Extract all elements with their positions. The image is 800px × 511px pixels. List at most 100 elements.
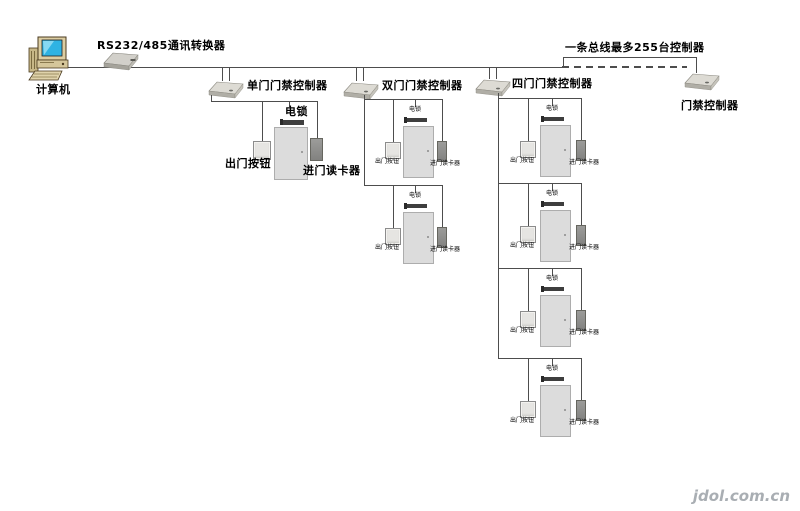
exit-button-label: 出门按钮 — [510, 242, 535, 249]
electric-lock-label: 电锁 — [409, 192, 422, 199]
bus-note-bracket-tick — [696, 57, 697, 73]
door-branch-wire — [498, 268, 582, 269]
branch-stub-wire — [364, 95, 365, 99]
card-reader-label: 进门读卡器 — [569, 159, 600, 166]
lock-wire — [415, 185, 416, 193]
door-icon — [274, 127, 308, 180]
electric-lock-icon — [541, 286, 564, 292]
electric-lock-label: 电锁 — [546, 105, 559, 112]
generic-controller-icon — [684, 71, 720, 91]
exit-button-label: 出门按钮 — [375, 158, 400, 165]
reader-wire — [581, 268, 582, 310]
exit-button-wire — [393, 99, 394, 142]
controller-drop-wire — [363, 67, 364, 81]
exit-button-icon — [385, 228, 401, 245]
door-branch-wire — [498, 98, 582, 99]
reader-wire — [581, 98, 582, 140]
electric-lock-icon — [280, 119, 304, 125]
card-reader-icon — [437, 141, 447, 162]
bus-dashed-wire — [562, 66, 687, 68]
electric-lock-icon — [541, 116, 564, 122]
electric-lock-label: 电锁 — [546, 190, 559, 197]
door-icon — [540, 385, 571, 437]
door-icon — [540, 210, 571, 262]
exit-button-icon — [520, 311, 536, 328]
card-reader-label: 进门读卡器 — [430, 160, 461, 167]
card-reader-label: 进门读卡器 — [569, 244, 600, 251]
reader-wire — [442, 99, 443, 141]
bus-note-bracket-tick — [563, 57, 564, 67]
exit-button-label: 出门按钮 — [510, 417, 535, 424]
exit-button-wire — [528, 358, 529, 401]
card-reader-label: 进门读卡器 — [569, 329, 600, 336]
computer-icon — [28, 36, 74, 84]
quad-door-controller-icon — [475, 77, 511, 97]
electric-lock-icon — [404, 203, 427, 209]
door-branch-wire — [211, 101, 318, 102]
card-reader-label: 进门读卡器 — [430, 246, 461, 253]
electric-lock-label: 电锁 — [546, 275, 559, 282]
card-reader-icon — [576, 225, 586, 246]
exit-button-wire — [262, 101, 263, 141]
electric-lock-icon — [404, 117, 427, 123]
controller-drop-wire — [356, 67, 357, 81]
exit-button-wire — [528, 183, 529, 226]
controller-drop-wire — [496, 67, 497, 79]
controller-drop-wire — [222, 67, 223, 81]
bus-wire — [62, 67, 562, 68]
site-watermark: jdol.com.cn — [692, 487, 790, 505]
electric-lock-icon — [541, 201, 564, 207]
card-reader-icon — [576, 140, 586, 161]
card-reader-icon — [437, 227, 447, 248]
reader-wire — [581, 358, 582, 400]
door-icon — [403, 212, 434, 264]
electric-lock-label: 电锁 — [409, 106, 422, 113]
single-door-controller-icon — [208, 79, 244, 99]
door-branch-wire — [498, 183, 582, 184]
card-reader-icon — [576, 310, 586, 331]
exit-button-icon — [520, 401, 536, 418]
reader-wire — [317, 101, 318, 138]
single-door-controller-label: 单门门禁控制器 — [247, 79, 328, 92]
exit-button-label: 出门按钮 — [510, 157, 535, 164]
electric-lock-icon — [541, 376, 564, 382]
lock-wire — [552, 183, 553, 191]
lock-wire — [415, 99, 416, 107]
card-reader-label: 进门读卡器 — [569, 419, 600, 426]
converter-icon — [101, 50, 141, 72]
controller-drop-wire — [229, 67, 230, 81]
electric-lock-label: 电锁 — [546, 365, 559, 372]
door-branch-wire — [364, 185, 443, 186]
lock-wire — [552, 268, 553, 276]
exit-button-wire — [528, 98, 529, 141]
branch-stub-wire — [211, 95, 212, 101]
quad-door-controller-label: 四门门禁控制器 — [512, 77, 593, 90]
lock-wire — [552, 98, 553, 106]
controller-drop-wire — [489, 67, 490, 79]
door-branch-wire — [364, 99, 443, 100]
door-icon — [403, 126, 434, 178]
exit-button-icon — [253, 141, 271, 160]
lock-wire — [552, 358, 553, 366]
lock-wire — [289, 101, 290, 107]
electric-lock-label: 电锁 — [285, 105, 308, 118]
card-reader-icon — [576, 400, 586, 421]
door-branch-wire — [498, 358, 582, 359]
converter-label: RS232/485通讯转换器 — [97, 39, 226, 52]
door-icon — [540, 125, 571, 177]
exit-button-icon — [520, 226, 536, 243]
bus-capacity-note: 一条总线最多255台控制器 — [565, 41, 705, 54]
quad-controller-trunk-wire — [498, 98, 499, 359]
reader-wire — [581, 183, 582, 225]
reader-wire — [442, 185, 443, 227]
bus-note-bracket — [563, 57, 697, 58]
exit-button-icon — [520, 141, 536, 158]
card-reader-label: 进门读卡器 — [303, 164, 361, 177]
exit-button-label: 出门按钮 — [375, 244, 400, 251]
exit-button-icon — [385, 142, 401, 159]
door-icon — [540, 295, 571, 347]
branch-stub-wire — [498, 93, 499, 98]
computer-label: 计算机 — [36, 83, 71, 96]
exit-button-wire — [393, 185, 394, 228]
